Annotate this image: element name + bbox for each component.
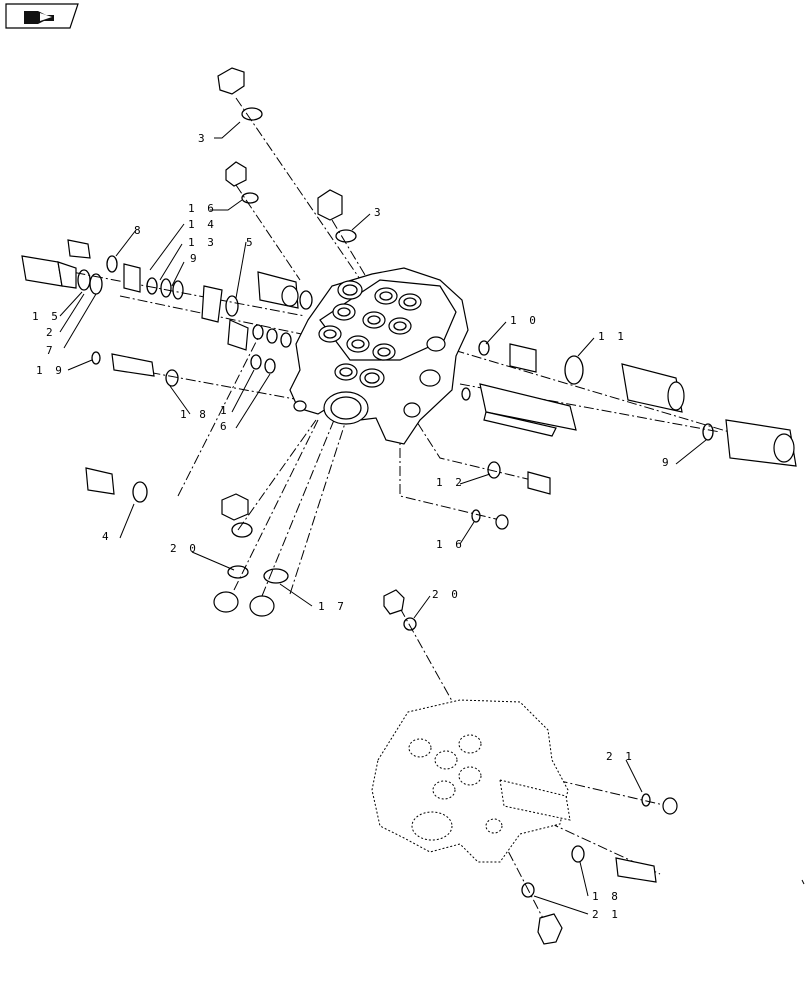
callout-2: 2 xyxy=(46,326,56,339)
corner-mark xyxy=(801,879,805,885)
callout-19: 1 9 xyxy=(36,364,65,377)
seal-12 xyxy=(487,461,551,495)
callout-13: 1 3 xyxy=(188,236,217,249)
plug-3-right xyxy=(317,189,357,243)
callout-9-left: 9 xyxy=(190,252,200,265)
callout-16-top: 1 6 xyxy=(188,202,217,215)
callout-20-left: 2 0 xyxy=(170,542,199,555)
callout-4: 4 xyxy=(102,530,112,543)
solenoid-right xyxy=(621,363,685,413)
callout-1: 1 xyxy=(220,404,230,417)
callout-12: 1 2 xyxy=(436,476,465,489)
seal-16-bottom xyxy=(471,509,509,530)
callout-17: 1 7 xyxy=(318,600,347,613)
plug-4 xyxy=(85,467,148,503)
seal-small-right xyxy=(461,387,471,401)
callout-21-top: 2 1 xyxy=(606,750,635,763)
callout-18-right: 1 8 xyxy=(592,890,621,903)
callout-14: 1 4 xyxy=(188,218,217,231)
callout-labels: 3 1 6 3 1 4 1 3 9 8 5 1 5 2 7 1 9 1 8 1 … xyxy=(32,132,672,921)
callout-10: 1 0 xyxy=(510,314,539,327)
cover-9 xyxy=(702,419,797,467)
solenoid-left xyxy=(257,271,313,310)
callout-9-right: 9 xyxy=(662,456,672,469)
fitting-19 xyxy=(91,351,179,387)
callout-8: 8 xyxy=(134,224,144,237)
callout-3-right: 3 xyxy=(374,206,384,219)
valve-cartridge xyxy=(509,343,537,373)
callout-3-top: 3 xyxy=(198,132,208,145)
callout-20-right: 2 0 xyxy=(432,588,461,601)
callout-15: 1 5 xyxy=(32,310,61,323)
seals-1-6 xyxy=(250,324,292,374)
cover-5 xyxy=(201,285,239,323)
callout-16-bottom: 1 6 xyxy=(436,538,465,551)
seal-10 xyxy=(478,340,490,356)
callout-21-bottom: 2 1 xyxy=(592,908,621,921)
plugs-bottom xyxy=(213,493,289,617)
callout-6: 6 xyxy=(220,420,230,433)
valve-body xyxy=(289,267,469,445)
actuator-assembly xyxy=(479,383,577,437)
callout-7: 7 xyxy=(46,344,56,357)
plug-16-top xyxy=(225,161,259,204)
flange-14-13-9 xyxy=(123,263,184,300)
seal-11 xyxy=(564,355,584,385)
ghost-valve-body xyxy=(371,699,571,863)
nav-arrow-icon[interactable] xyxy=(5,3,79,29)
clip-plate xyxy=(227,319,249,351)
fitting-15 xyxy=(21,255,77,289)
plug-3-top xyxy=(217,67,263,121)
callout-11: 1 1 xyxy=(598,330,627,343)
callout-5: 5 xyxy=(246,236,256,249)
callout-leaders xyxy=(59,121,707,915)
fitting-8 xyxy=(67,239,118,273)
ghost-parts xyxy=(383,589,678,945)
callout-18-left: 1 8 xyxy=(180,408,209,421)
